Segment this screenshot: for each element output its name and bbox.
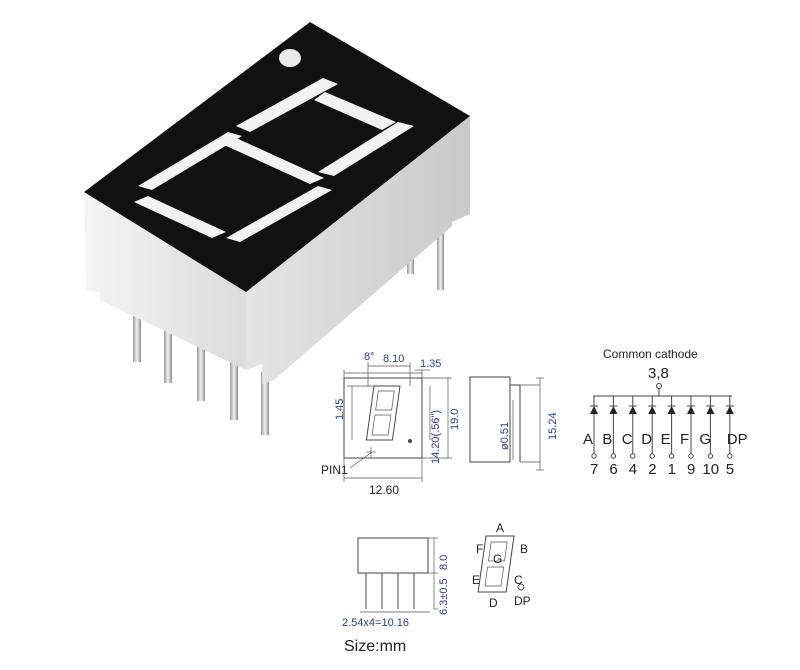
size-caption: Size:mm: [344, 638, 406, 655]
segment-3d-b: [318, 122, 414, 176]
diode-g: [706, 396, 715, 459]
segment-3d-g: [222, 138, 324, 184]
dim-digit-height: 14.20(.56"): [430, 410, 442, 464]
front-pin: [133, 300, 141, 362]
body-front-face: [84, 192, 246, 370]
diode-dp: [725, 396, 734, 459]
side-view-drawing: ø0.51 15.24: [469, 376, 559, 471]
diode-c: [628, 396, 637, 459]
dim-bottom-body-height: 8.0: [438, 555, 450, 570]
segment-letter-d: D: [641, 431, 652, 448]
pin-number-a: 7: [590, 461, 598, 478]
segment-3d-e: [134, 196, 226, 238]
segmap-c: C: [514, 573, 523, 587]
diode-b: [609, 396, 618, 459]
dim-side-height: 15.24: [547, 412, 559, 440]
front-pin: [230, 354, 238, 420]
segment-map: A B C D E F G DP: [472, 521, 531, 610]
diode-array: [590, 396, 734, 459]
dim-left-height: 1.45: [334, 399, 346, 420]
front-digit-outline: [365, 385, 401, 441]
segmap-a: A: [496, 521, 504, 535]
front-pin: [261, 372, 269, 435]
pin1-label: PIN1: [321, 463, 348, 477]
front-pin: [197, 336, 205, 401]
bottom-view-drawing: 2.54x4=10.16 8.0 6.3±0.5: [342, 537, 450, 629]
segmap-d: D: [489, 596, 498, 610]
pin1-dot-3d: [279, 49, 301, 67]
segment-letter-a: A: [583, 431, 593, 448]
diode-e: [667, 396, 676, 459]
diode-a: [590, 396, 598, 459]
dim-width-top: 8.10: [383, 353, 404, 365]
dim-pin-diameter: ø0.51: [499, 422, 511, 450]
front-body-outline: [343, 377, 423, 459]
segmap-b: B: [520, 542, 528, 556]
segmap-e: E: [472, 573, 480, 587]
pin-number-g: 10: [702, 461, 719, 478]
segment-letter-b: B: [602, 431, 612, 448]
pin-number-b: 6: [609, 461, 617, 478]
display-3d: [84, 22, 470, 435]
dim-pin-length: 6.3±0.5: [438, 578, 450, 615]
segment-letter-g: G: [699, 431, 711, 448]
back-pin: [437, 226, 444, 290]
segment-3d-a: [236, 78, 338, 132]
dim-offset-right: 1.35: [420, 358, 441, 370]
front-dp-dot: [408, 439, 412, 443]
segmap-dp: DP: [514, 594, 531, 608]
dim-body-height: 19.0: [449, 409, 461, 430]
front-pin: [164, 318, 172, 383]
front-view-drawing: 8° 8.10 1.35 1.45 14.20(.56") 19.0 PIN1 …: [321, 351, 461, 497]
schematic-title: Common cathode: [603, 347, 698, 361]
segmap-f: F: [476, 542, 483, 556]
side-body-outline: [469, 376, 511, 463]
segment-letter-e: E: [661, 431, 671, 448]
common-terminal: [656, 383, 662, 389]
pin-number-dp: 5: [726, 461, 734, 478]
pin-number-f: 9: [687, 461, 695, 478]
dim-pin-pitch: 2.54x4=10.16: [342, 617, 409, 629]
diode-d: [648, 396, 657, 459]
segment-3d-a-top: [314, 92, 396, 130]
dim-angle: 8°: [364, 351, 375, 363]
segment-3d-f: [138, 132, 242, 190]
segment-map-dp-dot: [517, 583, 525, 591]
segment-letter-f: F: [680, 431, 689, 448]
pin-number-e: 1: [668, 461, 676, 478]
segment-letter-c: C: [622, 431, 633, 448]
dim-body-width: 12.60: [369, 483, 399, 497]
pin-number-d: 2: [648, 461, 656, 478]
segment-letter-dp: DP: [727, 431, 748, 448]
bottom-body-outline: [357, 537, 429, 574]
pin-number-c: 4: [629, 461, 637, 478]
segment-3d-c: [226, 186, 332, 242]
body-right-face: [246, 116, 470, 384]
segmap-g: G: [493, 552, 502, 566]
common-pins: 3,8: [648, 365, 669, 382]
diode-f: [687, 396, 695, 459]
